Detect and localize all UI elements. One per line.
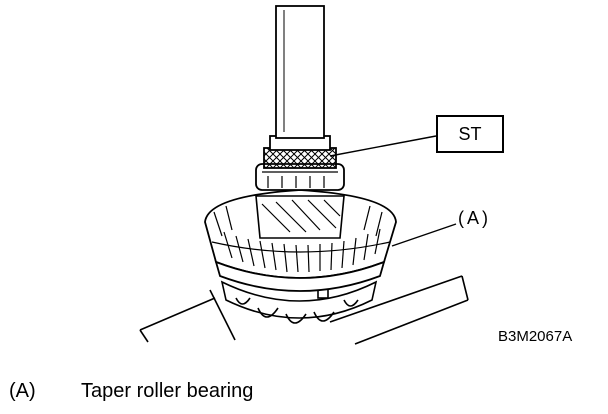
ring-gear-teeth <box>213 205 383 273</box>
leader-lines <box>329 135 457 247</box>
tool-knurled-collar <box>263 135 337 169</box>
st-tool-label: ST <box>436 115 504 153</box>
figure-code: B3M2067A <box>498 328 573 345</box>
tool-shaft <box>275 5 325 139</box>
part-a-callout: (A) <box>458 208 491 228</box>
base-plate <box>139 275 469 345</box>
legend-text: Taper roller bearing <box>81 380 254 402</box>
legend-key: (A) <box>9 380 36 402</box>
side-gear <box>255 195 345 239</box>
legend-item: (A) Taper roller bearing <box>9 380 253 403</box>
